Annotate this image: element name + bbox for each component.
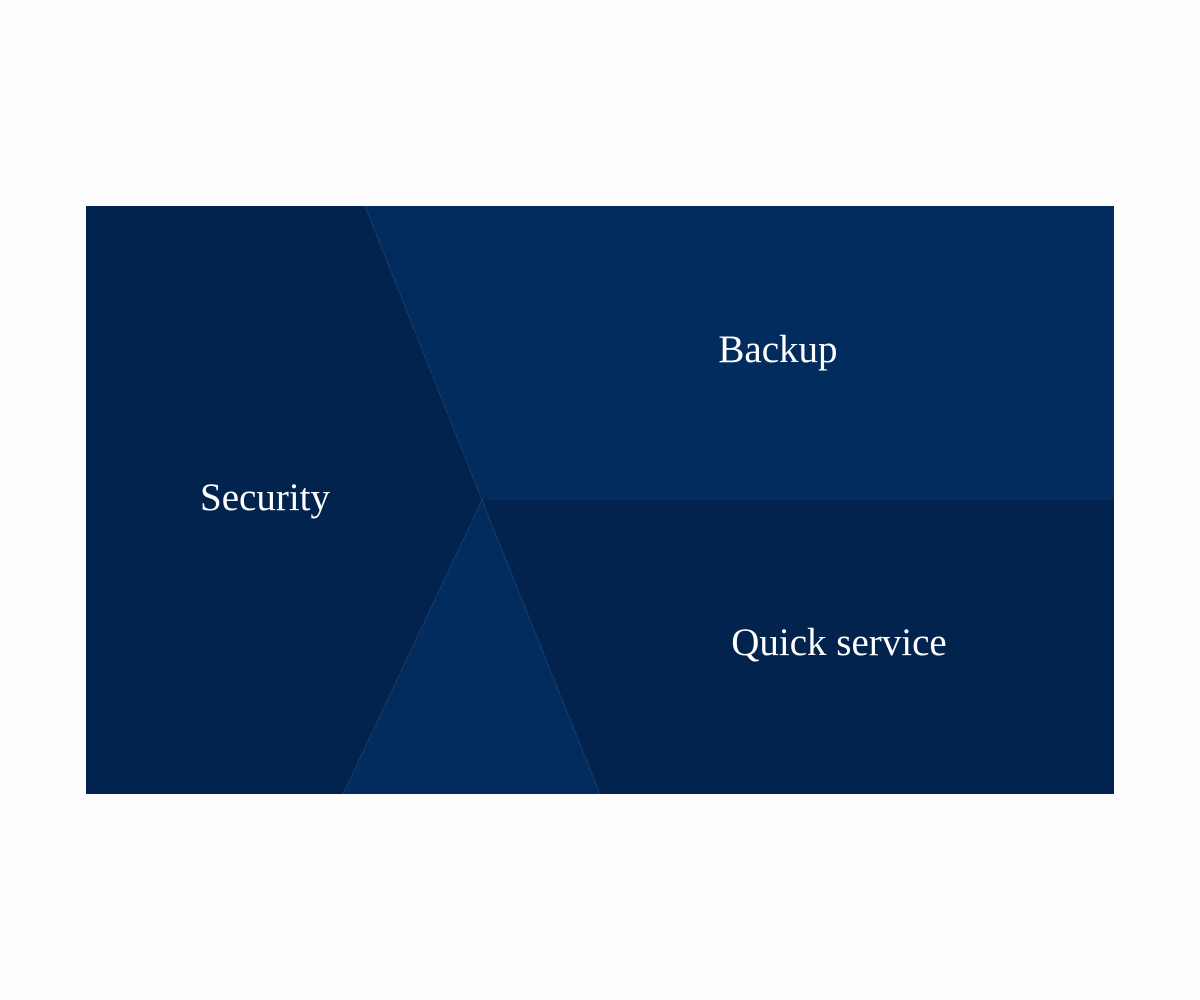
- security-segment: [86, 206, 482, 794]
- center-triangle-segment: [343, 500, 600, 794]
- quick-service-segment: [482, 500, 1114, 794]
- backup-label: Backup: [718, 328, 837, 371]
- backup-segment: [365, 206, 1114, 500]
- quick-service-label: Quick service: [731, 621, 947, 664]
- security-label: Security: [200, 476, 330, 519]
